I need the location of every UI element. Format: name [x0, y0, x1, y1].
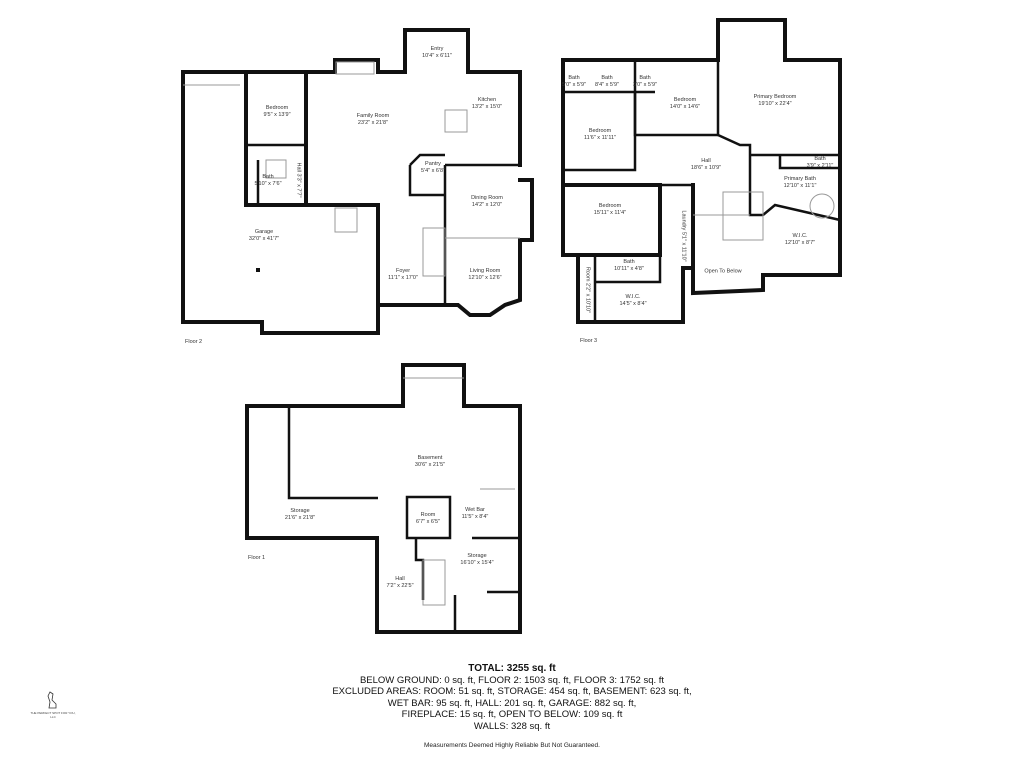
summary-line: WET BAR: 95 sq. ft, HALL: 201 sq. ft, GA… — [387, 697, 637, 709]
room-label-wic: W.I.C.14'5" x 8'4" — [619, 294, 647, 307]
room-label-wic: W.I.C.12'10" x 8'7" — [784, 233, 816, 246]
room-label-open-to-below: Open To Below — [704, 268, 742, 275]
summary-line: BELOW GROUND: 0 sq. ft, FLOOR 2: 1503 sq… — [359, 674, 665, 686]
floor2-walls — [181, 28, 534, 335]
floor-2-label: Floor 2 — [185, 339, 203, 345]
summary-line: EXCLUDED AREAS: ROOM: 51 sq. ft, STORAGE… — [332, 686, 692, 697]
summary-line: WALLS: 328 sq. ft — [473, 720, 551, 732]
floor-3-label: Floor 3 — [580, 338, 598, 344]
floor-1-label: Floor 1 — [248, 555, 266, 561]
room-label-room: Room 2'2" x 10'10" — [584, 266, 591, 314]
room-label-hall: Hall 3'3" x 7'7" — [295, 162, 302, 198]
total-area: TOTAL: 3255 sq. ft — [468, 663, 556, 674]
disclaimer: Measurements Deemed Highly Reliable But … — [424, 742, 600, 749]
logo-text: THE PERFECT SPOT FOR YOU, LLC — [30, 711, 76, 719]
company-logo: THE PERFECT SPOT FOR YOU, LLC — [28, 690, 78, 719]
floor3-walls — [561, 18, 842, 324]
summary-line: FIREPLACE: 15 sq. ft, OPEN TO BELOW: 109… — [401, 709, 623, 720]
dog-icon — [47, 691, 57, 709]
floor1-walls — [245, 363, 522, 634]
area-summary: TOTAL: 3255 sq. ft BELOW GROUND: 0 sq. f… — [212, 663, 812, 732]
room-label-laundry: Laundry 5'1" x 11'10" — [680, 210, 687, 262]
